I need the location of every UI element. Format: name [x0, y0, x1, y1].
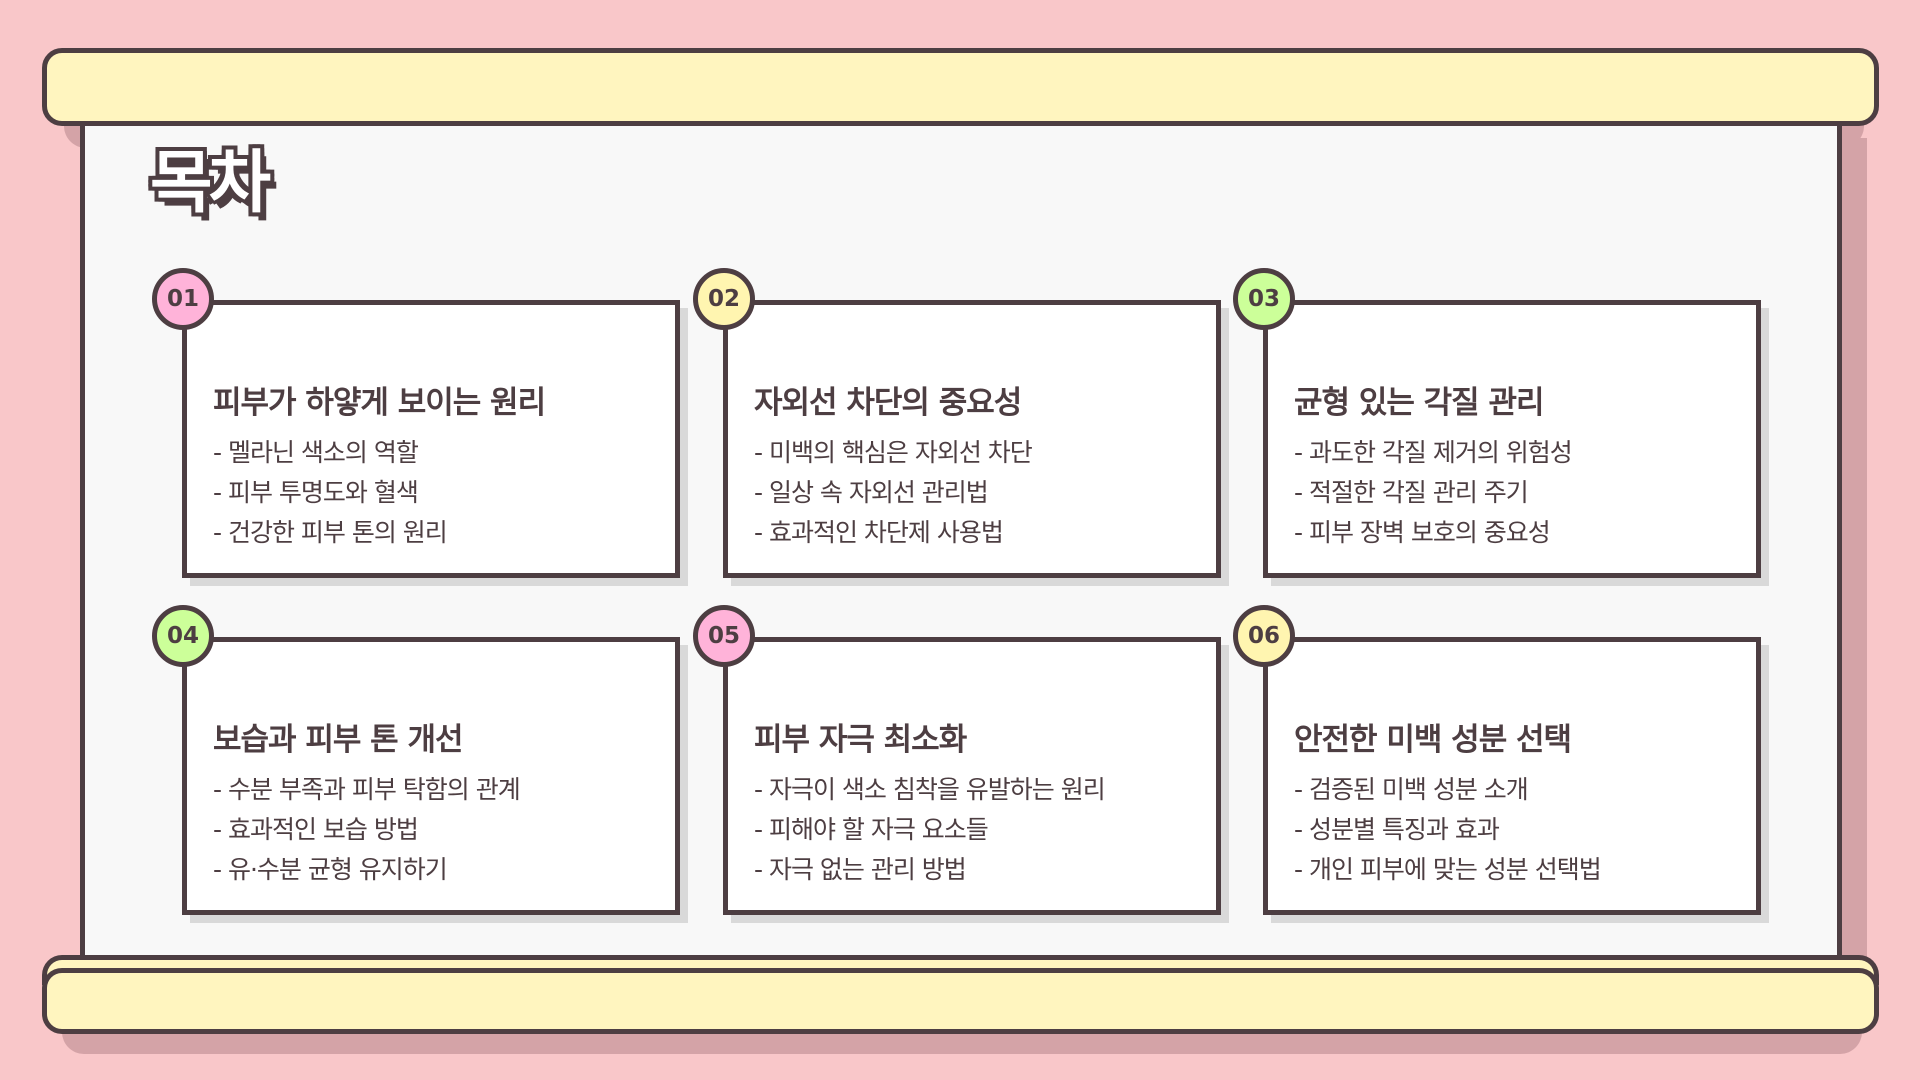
section-number-badge: 05 — [693, 605, 755, 667]
card-body: 균형 있는 각질 관리 - 과도한 각질 제거의 위험성 - 적절한 각질 관리 주… — [1263, 300, 1761, 578]
section-number-badge: 03 — [1233, 268, 1295, 330]
top-scroll-rod — [42, 48, 1879, 126]
list-item: - 멜라닌 색소의 역할 — [213, 438, 419, 467]
list-item: - 자극 없는 관리 방법 — [754, 855, 967, 884]
section-number-badge: 01 — [152, 268, 214, 330]
card-body: 피부가 하얗게 보이는 원리- 멜라닌 색소의 역할- 피부 투명도와 혈색- … — [182, 300, 680, 578]
list-item: - 효과적인 보습 방법 — [213, 815, 419, 844]
section-card-01: 피부가 하얗게 보이는 원리- 멜라닌 색소의 역할- 피부 투명도와 혈색- … — [152, 268, 688, 586]
list-item: - 적절한 각질 관리 주기 — [1294, 478, 1529, 507]
card-body: 자외선 차단의 중요성 - 미백의 핵심은 자외선 차단 - 일상 속 자외선 관리… — [723, 300, 1221, 578]
section-item-list: - 과도한 각질 제거의 위험성 - 적절한 각질 관리 주기 - 피부 장벽 보호… — [1294, 433, 1573, 553]
section-title: 자외선 차단의 중요성 — [754, 385, 1022, 421]
section-number-badge: 02 — [693, 268, 755, 330]
list-item: - 과도한 각질 제거의 위험성 — [1294, 438, 1573, 467]
section-title: 보습과 피부 톤 개선 — [213, 722, 464, 758]
section-card-04: 보습과 피부 톤 개선 - 수분 부족과 피부 탁함의 관계 - 효과적인 보습 방… — [152, 605, 688, 923]
list-item: - 자극이 색소 침착을 유발하는 원리 — [754, 775, 1106, 804]
list-item: - 유·수분 균형 유지하기 — [213, 855, 448, 884]
section-title: 피부가 하얗게 보이는 원리 — [213, 385, 546, 421]
list-item: - 피부 투명도와 혈색 — [213, 478, 419, 507]
section-card-05: 피부 자극 최소화 - 자극이 색소 침착을 유발하는 원리 - 피해야 할 자극 … — [693, 605, 1229, 923]
section-number-badge: 06 — [1233, 605, 1295, 667]
section-item-list: - 수분 부족과 피부 탁함의 관계 - 효과적인 보습 방법 - 유·수분 균형 … — [213, 770, 521, 890]
list-item: - 개인 피부에 맞는 성분 선택법 — [1294, 855, 1602, 884]
list-item: - 미백의 핵심은 자외선 차단 — [754, 438, 1033, 467]
section-card-06: 안전한 미백 성분 선택- 검증된 미백 성분 소개- 성분별 특징과 효과- … — [1233, 605, 1769, 923]
section-card-02: 자외선 차단의 중요성 - 미백의 핵심은 자외선 차단 - 일상 속 자외선 관리… — [693, 268, 1229, 586]
list-item: - 건강한 피부 톤의 원리 — [213, 518, 448, 547]
section-item-list: - 자극이 색소 침착을 유발하는 원리 - 피해야 할 자극 요소들 - 자극 없… — [754, 770, 1106, 890]
section-item-list: - 멜라닌 색소의 역할 - 피부 투명도와 혈색 - 건강한 피부 톤의 원리 — [213, 433, 448, 553]
list-item: - 피해야 할 자극 요소들 — [754, 815, 989, 844]
section-title: 안전한 미백 성분 선택 — [1294, 722, 1572, 758]
section-item-list: - 미백의 핵심은 자외선 차단 - 일상 속 자외선 관리법 - 효과적인 차단제… — [754, 433, 1033, 553]
list-item: - 일상 속 자외선 관리법 — [754, 478, 989, 507]
bottom-scroll-rod — [42, 968, 1879, 1034]
section-number-badge: 04 — [152, 605, 214, 667]
list-item: - 효과적인 차단제 사용법 — [754, 518, 1004, 547]
card-body: 보습과 피부 톤 개선 - 수분 부족과 피부 탁함의 관계 - 효과적인 보습 방… — [182, 637, 680, 915]
list-item: - 성분별 특징과 효과 — [1294, 815, 1500, 844]
section-title: 피부 자극 최소화 — [754, 722, 967, 758]
section-item-list: - 검증된 미백 성분 소개 - 성분별 특징과 효과 - 개인 피부에 맞는 성분… — [1294, 770, 1602, 890]
card-body: 피부 자극 최소화 - 자극이 색소 침착을 유발하는 원리 - 피해야 할 자극 … — [723, 637, 1221, 915]
list-item: - 피부 장벽 보호의 중요성 — [1294, 518, 1551, 547]
card-body: 안전한 미백 성분 선택- 검증된 미백 성분 소개- 성분별 특징과 효과- … — [1263, 637, 1761, 915]
section-title: 균형 있는 각질 관리 — [1294, 385, 1545, 421]
list-item: - 검증된 미백 성분 소개 — [1294, 775, 1529, 804]
page-title: 목차 — [150, 144, 271, 223]
section-card-03: 균형 있는 각질 관리 - 과도한 각질 제거의 위험성 - 적절한 각질 관리 주… — [1233, 268, 1769, 586]
list-item: - 수분 부족과 피부 탁함의 관계 — [213, 775, 521, 804]
